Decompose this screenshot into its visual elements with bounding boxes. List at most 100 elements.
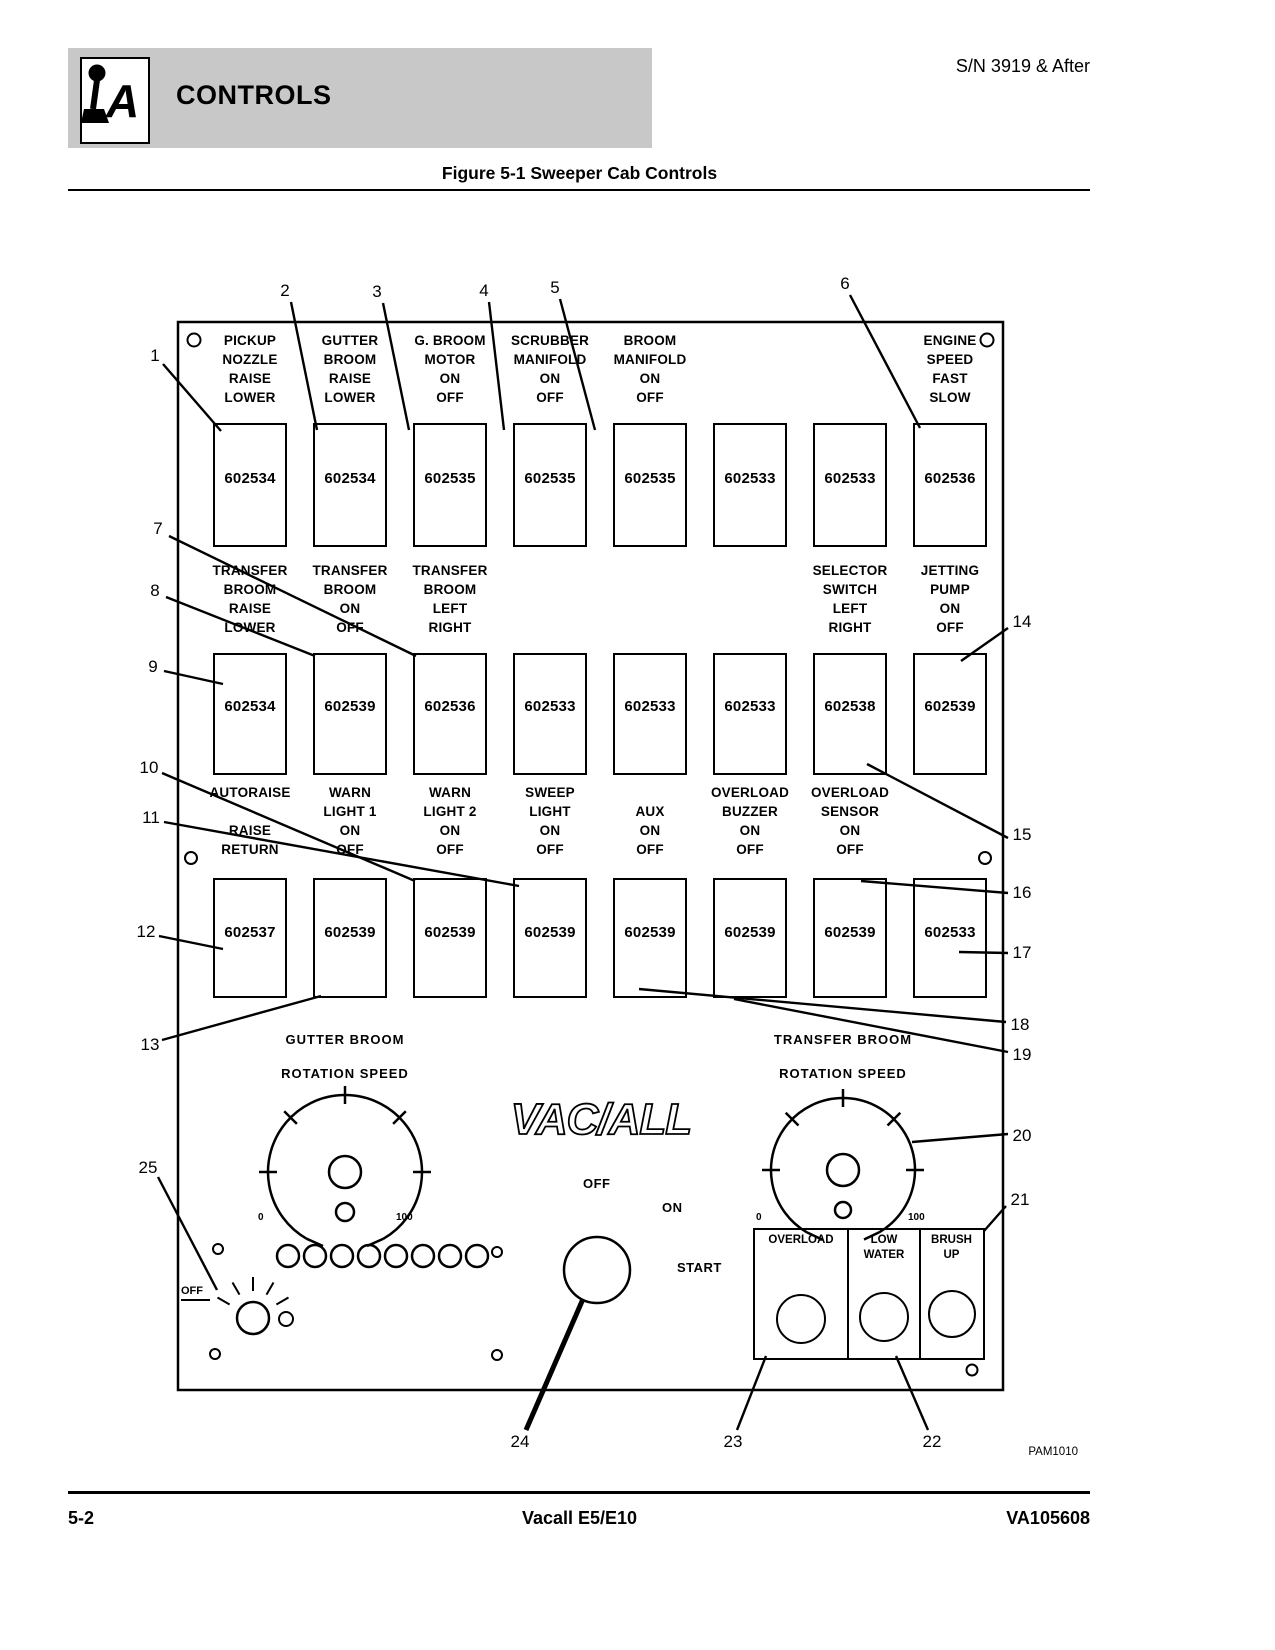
callout-number-24: 24 [510,1432,530,1451]
leader-line-10 [161,771,416,883]
leader-line-13 [161,994,322,1042]
svg-text:A: A [105,75,139,127]
leader-line-3 [381,302,411,431]
switch-part-number: 602536 [424,698,476,715]
leader-line-22 [894,1355,930,1431]
section-header-band [68,48,652,148]
leader-line-20 [911,1132,1009,1144]
control-lever-icon-art: A [82,64,139,127]
switch-part-number: 602533 [824,470,876,487]
rocker-switch [413,423,487,547]
rocker-switch [913,878,987,998]
figure-caption: Figure 5-1 Sweeper Cab Controls [441,163,718,183]
overload-light-lens [776,1294,826,1344]
leader-line-12 [158,934,224,951]
left-dial-title-line1: GUTTER BROOM [285,1032,405,1047]
leader-line-24 [523,1298,586,1431]
switch-part-number: 602539 [624,924,676,941]
plate-code: PAM1010 [1028,1446,1078,1458]
callout-number-6: 6 [840,274,850,293]
callout-number-2: 2 [280,281,290,300]
leader-line-11 [163,820,520,888]
low-water-light-label-line2: WATER [863,1249,905,1261]
leader-line-7 [168,534,417,658]
leader-line-18 [638,987,1007,1024]
vacall-logo: VAC/ALL [511,1095,691,1144]
callout-number-11: 11 [142,808,160,827]
mounting-holes [184,332,995,1377]
page-number: 5-2 [68,1508,95,1528]
leader-line-8 [165,595,316,658]
callout-number-21: 21 [1010,1190,1030,1209]
leader-line-6 [848,294,922,429]
brush-up-light-cell: BRUSH UP [919,1230,982,1358]
callout-number-17: 17 [1012,943,1032,962]
switch-part-number: 602537 [224,924,276,941]
leader-line-4 [487,301,506,431]
rocker-switch [313,423,387,547]
callout-number-7: 7 [153,519,163,538]
overload-light-label: OVERLOAD [768,1234,834,1246]
rocker-switch [213,878,287,998]
ignition-start-label: START [677,1260,722,1275]
leader-line-21 [983,1205,1007,1232]
low-water-light-cell: LOW WATER [847,1230,919,1358]
switch-part-number: 602533 [524,698,576,715]
rocker-switch [613,878,687,998]
warning-light-cluster: OVERLOAD LOW WATER BRUSH UP [753,1228,985,1360]
serial-number-note: S/N 3919 & After [955,56,1090,76]
leader-line-19 [733,997,1009,1054]
right-dial-title-line1: TRANSFER BROOM [773,1032,913,1047]
callout-number-1: 1 [150,346,160,365]
leader-line-1 [162,363,222,432]
rocker-switch [613,653,687,775]
rocker-switch [813,653,887,775]
switch-part-number: 602533 [924,924,976,941]
callout-number-15: 15 [1012,825,1032,844]
rocker-switch [213,423,287,547]
switch-part-number: 602539 [824,924,876,941]
overload-light-cell: OVERLOAD [755,1230,847,1358]
switch-part-number: 602539 [724,924,776,941]
callout-number-10: 10 [139,758,159,777]
rocker-switch [913,653,987,775]
switch-part-number: 602533 [724,470,776,487]
switch-part-number: 602534 [224,470,276,487]
callout-number-3: 3 [372,282,382,301]
switch-part-number: 602535 [624,470,676,487]
callout-number-5: 5 [550,278,560,297]
leader-line-15 [866,762,1009,840]
low-water-light-lens [859,1292,909,1342]
switch-part-number: 602534 [324,470,376,487]
right-dial-title-line2: ROTATION SPEED [779,1066,907,1081]
callout-number-9: 9 [148,657,158,676]
ignition-on-label: ON [662,1200,683,1215]
callout-number-12: 12 [136,922,156,941]
brush-up-light-label-line1: BRUSH [931,1234,972,1246]
switch-part-number: 602539 [524,924,576,941]
rocker-switch [713,653,787,775]
leader-line-25 [156,1176,219,1291]
rocker-switch [313,878,387,998]
rocker-switch [613,423,687,547]
footer-model: Vacall E5/E10 [521,1508,638,1528]
callout-number-19: 19 [1012,1045,1032,1064]
gutter-broom-speed-dial [259,1086,431,1248]
callout-leader-lines [156,294,1009,1431]
switch-part-number: 602535 [424,470,476,487]
callout-number-20: 20 [1012,1126,1032,1145]
